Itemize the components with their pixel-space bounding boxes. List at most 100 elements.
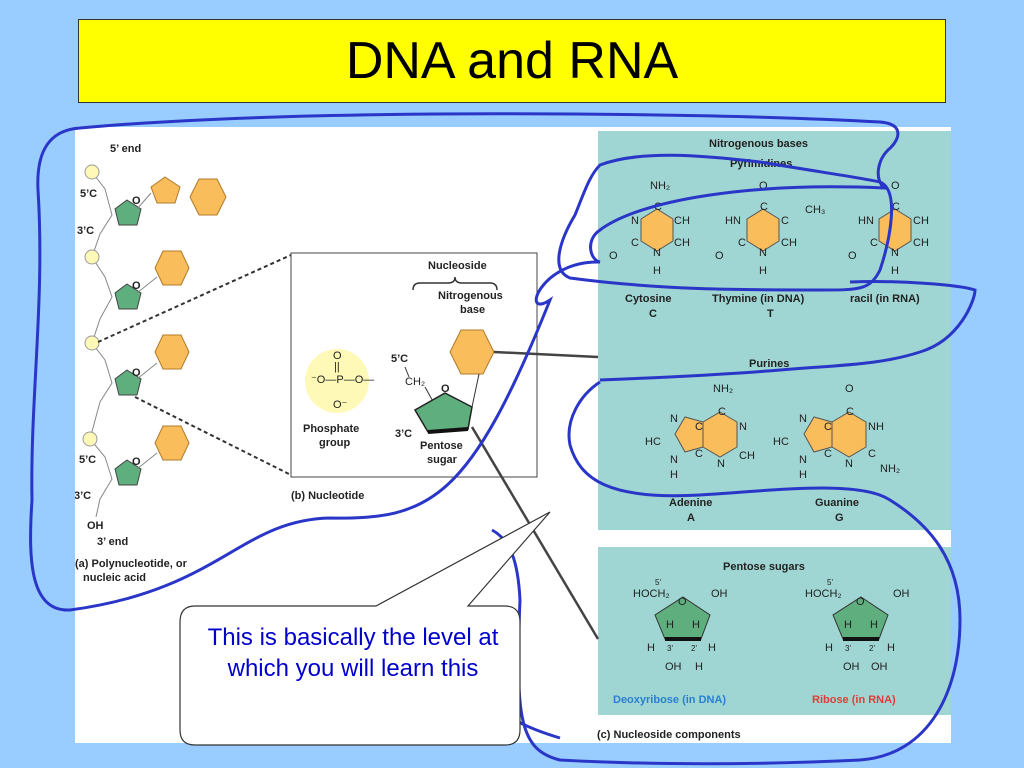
- svg-text:OH: OH: [843, 661, 860, 673]
- c5-label-bottom: 5’C: [79, 454, 96, 466]
- pentose-sugar-label-2: sugar: [427, 454, 458, 466]
- svg-text:C: C: [868, 448, 876, 460]
- svg-text:O: O: [891, 180, 900, 192]
- phosphate-group-circle: [305, 349, 369, 413]
- oh-label: OH: [87, 520, 104, 532]
- svg-text:HN: HN: [858, 215, 874, 227]
- svg-text:3': 3': [845, 644, 851, 653]
- svg-text:N: N: [739, 421, 747, 433]
- pentose-sugars-heading: Pentose sugars: [723, 561, 805, 573]
- svg-text:N: N: [653, 247, 661, 259]
- svg-text:N: N: [845, 458, 853, 470]
- svg-text:3': 3': [667, 644, 673, 653]
- svg-text:H: H: [891, 265, 899, 277]
- outline-purines-sugars: [491, 380, 962, 766]
- svg-text:CH₃: CH₃: [805, 204, 825, 216]
- svg-text:OH: OH: [711, 588, 728, 600]
- svg-text:5': 5': [827, 578, 833, 587]
- deoxyribose-structure: 5' HOCH₂ O OH H H H H 3' 2' OH H: [633, 578, 728, 673]
- svg-text:HN: HN: [725, 215, 741, 227]
- phosphate-row: ⁻O—P—O—: [311, 374, 374, 386]
- adenine-name: Adenine: [669, 497, 712, 509]
- svg-text:H: H: [844, 619, 852, 631]
- svg-text:C: C: [760, 201, 768, 213]
- svg-text:C: C: [695, 421, 703, 433]
- thymine-name: Thymine (in DNA): [712, 293, 805, 305]
- svg-text:NH₂: NH₂: [713, 383, 733, 395]
- svg-text:N: N: [891, 247, 899, 259]
- svg-text:C: C: [654, 201, 662, 213]
- phosphate-o-top: O: [333, 350, 342, 362]
- svg-text:O: O: [845, 383, 854, 395]
- svg-text:OH: OH: [665, 661, 682, 673]
- svg-text:C: C: [892, 201, 900, 213]
- outline-upper-right: [599, 280, 977, 382]
- panel-c-caption: (c) Nucleoside components: [597, 729, 741, 741]
- c3-label-top: 3’C: [77, 225, 94, 237]
- svg-text:C: C: [824, 421, 832, 433]
- svg-text:N: N: [670, 454, 678, 466]
- svg-text:H: H: [695, 661, 703, 673]
- c3-label-bottom: 3’C: [75, 490, 91, 502]
- c3-label-b: 3’C: [395, 428, 412, 440]
- svg-text:HOCH₂: HOCH₂: [633, 588, 670, 600]
- svg-text:H: H: [887, 642, 895, 654]
- svg-text:NH: NH: [868, 421, 884, 433]
- five-prime-end-label: 5’ end: [110, 143, 141, 155]
- cytosine-structure: NH₂ C N CH C CH O N H: [609, 180, 690, 277]
- sugar-o-label-3: O: [132, 367, 141, 379]
- sugar-o-label-b: O: [441, 383, 450, 395]
- phosphate-group-label-1: Phosphate: [303, 423, 359, 435]
- guanine-structure: O C N C NH HC C C N N NH₂ H: [773, 383, 900, 481]
- svg-text:CH: CH: [913, 215, 929, 227]
- svg-text:C: C: [695, 448, 703, 460]
- panel-a-caption-line2: nucleic acid: [83, 572, 146, 584]
- svg-text:2': 2': [869, 644, 875, 653]
- guanine-letter: G: [835, 512, 844, 524]
- ribose-label: Ribose (in RNA): [812, 694, 896, 706]
- ch2-label: CH₂: [405, 376, 425, 388]
- svg-text:H: H: [799, 469, 807, 481]
- panel-a-caption-line1: (a) Polynucleotide, or: [75, 558, 188, 570]
- svg-text:C: C: [781, 215, 789, 227]
- pentose-sugars-panel: [598, 547, 951, 715]
- base-shapes-a: [150, 176, 227, 461]
- svg-text:C: C: [824, 448, 832, 460]
- deoxyribose-label: Deoxyribose (in DNA): [613, 694, 726, 706]
- component-connectors: [470, 350, 600, 640]
- purines-heading: Purines: [749, 358, 789, 370]
- sugar-o-label-2: O: [132, 280, 141, 292]
- guanine-name: Guanine: [815, 497, 859, 509]
- thymine-structure: O C HN C CH₃ C CH O N H: [715, 180, 825, 277]
- phosphate-double-bond: ||: [334, 361, 340, 373]
- svg-text:N: N: [631, 215, 639, 227]
- svg-text:C: C: [870, 237, 878, 249]
- svg-text:H: H: [692, 619, 700, 631]
- nitrogenous-base-label-2: base: [460, 304, 485, 316]
- callout-text: This is basically the level at which you…: [207, 624, 499, 682]
- svg-text:N: N: [670, 413, 678, 425]
- outline-pyrimidines: [557, 153, 893, 292]
- svg-text:C: C: [846, 406, 854, 418]
- uracil-structure: O C HN CH C CH O N H: [848, 180, 929, 277]
- sugar-pentagons-a: [114, 199, 142, 486]
- title-box: DNA and RNA: [78, 19, 946, 103]
- svg-text:2': 2': [691, 644, 697, 653]
- adenine-letter: A: [687, 512, 695, 524]
- svg-text:C: C: [718, 406, 726, 418]
- cytosine-letter: C: [649, 308, 657, 320]
- slide-title: DNA and RNA: [345, 32, 679, 90]
- svg-text:H: H: [647, 642, 655, 654]
- svg-text:N: N: [799, 413, 807, 425]
- cytosine-name: Cytosine: [625, 293, 671, 305]
- sugar-o-label-4: O: [132, 456, 141, 468]
- pentose-sugar-label-1: Pentose: [420, 440, 463, 452]
- svg-text:N: N: [717, 458, 725, 470]
- svg-text:H: H: [670, 469, 678, 481]
- svg-text:H: H: [825, 642, 833, 654]
- phosphate-group-label-2: group: [319, 437, 350, 449]
- svg-text:H: H: [759, 265, 767, 277]
- phosphate-o-bottom: O⁻: [333, 399, 348, 411]
- phosphate-circles: [82, 164, 100, 447]
